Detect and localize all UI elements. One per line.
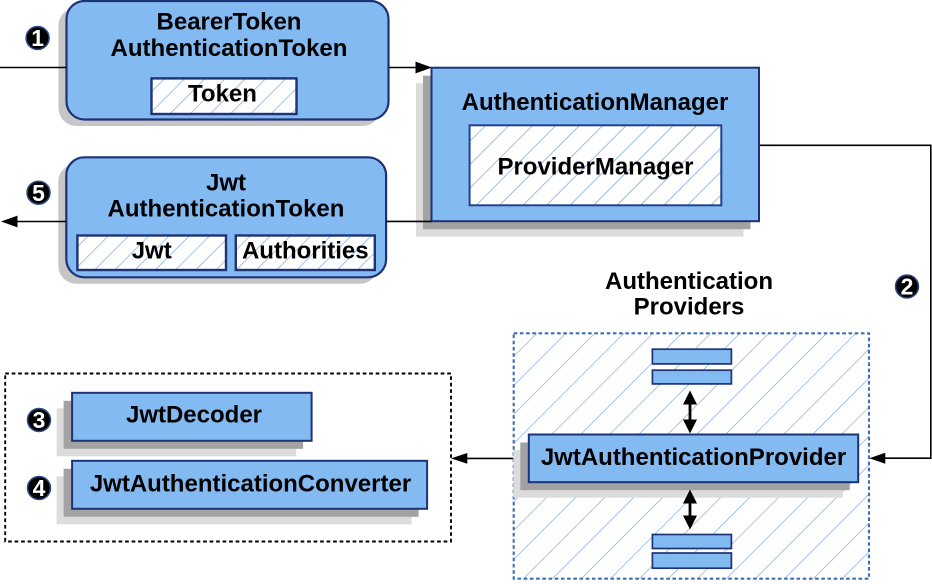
svg-text:ProviderManager: ProviderManager [497,154,693,181]
svg-text:4: 4 [33,475,46,501]
svg-text:BearerToken: BearerToken [157,9,302,36]
svg-text:JwtDecoder: JwtDecoder [126,401,262,428]
svg-text:Jwt: Jwt [206,170,246,197]
svg-text:AuthenticationToken: AuthenticationToken [108,196,345,223]
svg-text:AuthenticationToken: AuthenticationToken [111,35,348,62]
svg-text:JwtAuthenticationProvider: JwtAuthenticationProvider [541,444,846,471]
svg-text:Authorities: Authorities [242,238,369,265]
svg-text:AuthenticationManager: AuthenticationManager [462,89,729,116]
svg-text:2: 2 [901,274,914,300]
svg-text:Jwt: Jwt [132,238,172,265]
svg-text:1: 1 [31,25,44,51]
svg-text:3: 3 [33,407,46,433]
svg-text:JwtAuthenticationConverter: JwtAuthenticationConverter [90,470,411,497]
svg-text:5: 5 [32,180,45,206]
svg-text:Providers: Providers [634,294,745,321]
svg-text:Token: Token [188,81,257,108]
svg-text:Authentication: Authentication [605,268,773,295]
